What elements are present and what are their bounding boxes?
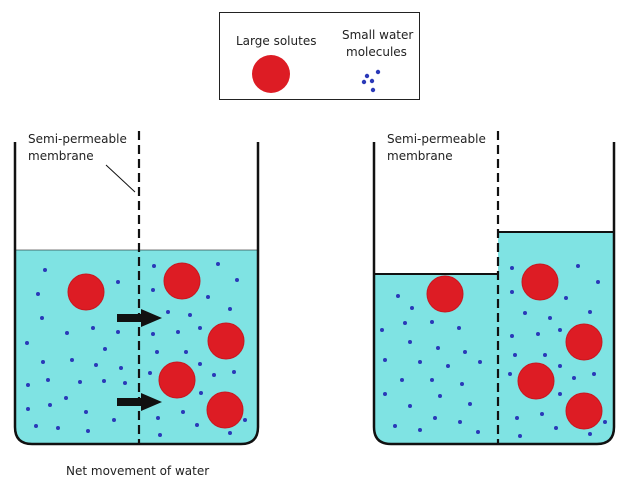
solute [565, 392, 603, 430]
left-membrane-label-line2: membrane [28, 149, 94, 163]
left-water-molecules [25, 262, 247, 437]
right-membrane-label-line1: Semi-permeable [387, 132, 486, 146]
net-movement-arrow [117, 309, 162, 327]
legend-large-solutes-label: Large solutes [236, 34, 317, 48]
legend-water-molecules-icon [361, 69, 381, 93]
solute [163, 262, 201, 300]
left-membrane-label-line1: Semi-permeable [28, 132, 127, 146]
solute [207, 322, 245, 360]
solute [521, 263, 559, 301]
right-beaker [372, 131, 616, 446]
solute [206, 391, 244, 429]
solute [517, 362, 555, 400]
left-beaker-outline [13, 142, 260, 446]
right-water-molecules [380, 264, 607, 438]
left-beaker [13, 131, 260, 446]
legend-small-water-label-line2: molecules [346, 45, 407, 59]
left-membrane-pointer [105, 164, 136, 193]
net-movement-arrow [117, 393, 162, 411]
legend-small-water-label-line1: Small water [342, 28, 414, 42]
solute [67, 273, 105, 311]
right-membrane-label-line2: membrane [387, 149, 453, 163]
solute [565, 323, 603, 361]
net-movement-caption: Net movement of water [66, 464, 210, 478]
legend-large-solute-icon [252, 55, 290, 93]
legend-box [219, 12, 420, 100]
right-beaker-outline [372, 142, 616, 446]
solute [158, 361, 196, 399]
right-water-low-side [374, 274, 498, 444]
solute [426, 275, 464, 313]
